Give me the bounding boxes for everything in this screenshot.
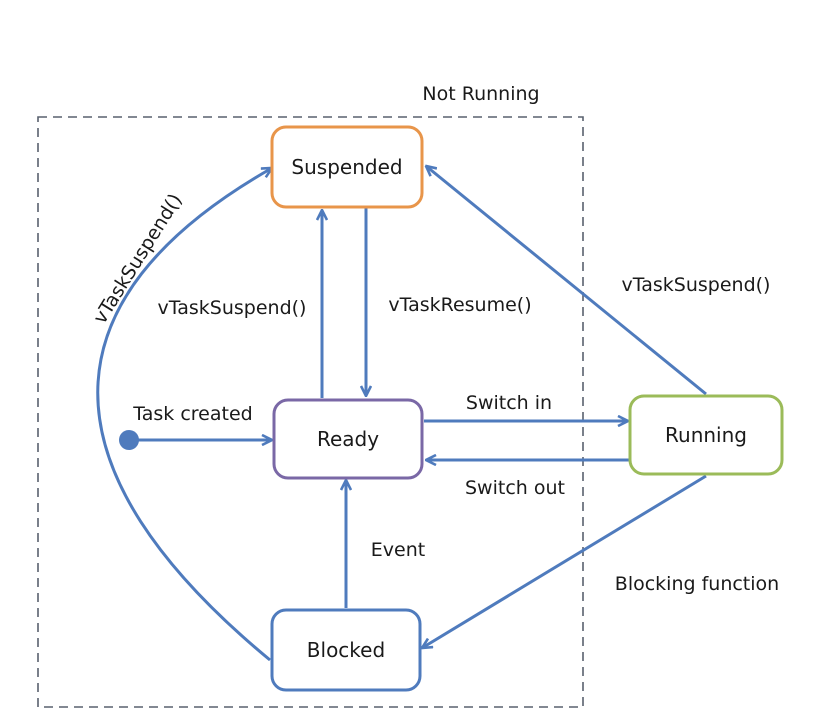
label-blocking-function: Blocking function xyxy=(615,573,779,595)
state-blocked-label: Blocked xyxy=(307,638,385,662)
state-ready-label: Ready xyxy=(317,427,379,451)
state-suspended-label: Suspended xyxy=(291,155,402,179)
initial-state-marker xyxy=(119,430,139,450)
state-blocked: Blocked xyxy=(270,608,422,692)
edge-blocking-function xyxy=(422,474,707,648)
label-switch-out: Switch out xyxy=(465,477,565,499)
not-running-region xyxy=(37,116,584,708)
state-suspended: Suspended xyxy=(270,125,424,209)
label-running-to-suspended: vTaskSuspend() xyxy=(622,274,771,296)
not-running-label: Not Running xyxy=(422,83,539,105)
edge-running-to-suspended xyxy=(426,166,707,396)
label-task-created: Task created xyxy=(132,403,252,425)
edge-blocked-to-suspended xyxy=(96,168,272,662)
state-ready: Ready xyxy=(272,398,424,480)
label-ready-to-suspended: vTaskSuspend() xyxy=(158,297,307,319)
label-event: Event xyxy=(371,539,425,561)
label-switch-in: Switch in xyxy=(466,392,552,414)
label-suspended-to-ready: vTaskResume() xyxy=(388,294,531,316)
state-running: Running xyxy=(628,394,784,476)
state-running-label: Running xyxy=(665,423,747,447)
